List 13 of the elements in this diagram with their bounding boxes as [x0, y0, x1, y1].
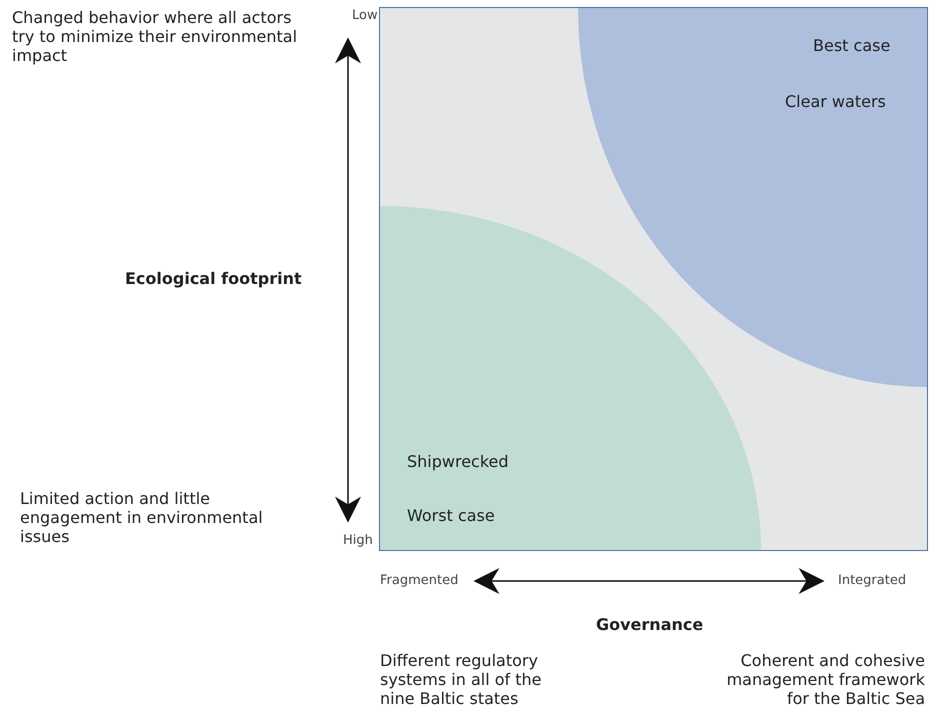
axis-title: Governance [596, 615, 704, 634]
axis-end-description: Coherent and cohesive management framework for the Baltic Sea [726, 651, 925, 708]
axis-end-label: Low [352, 8, 378, 23]
scenario-label: Worst case [407, 506, 495, 525]
axis-title: Ecological footprint [125, 269, 303, 288]
axis-end-label: Fragmented [380, 573, 458, 588]
axis-end-description: Changed behavior where all actors try to minimize their environmental impact [12, 8, 298, 65]
scenario-label: Shipwrecked [407, 452, 509, 471]
scenario-label: Best case [813, 36, 890, 55]
scenario-label: Clear waters [785, 92, 886, 111]
axis-end-description: Different regulatory systems in all of the nine Baltic states [380, 651, 542, 708]
axis-end-description: Limited action and little engagement in environmental issues [20, 489, 264, 546]
axis-end-label: Integrated [838, 573, 906, 588]
